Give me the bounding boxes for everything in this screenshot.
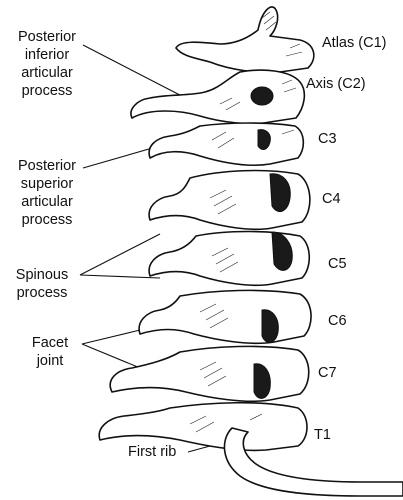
label-facet-joint: Facet joint bbox=[20, 334, 80, 370]
label-line: joint bbox=[36, 353, 64, 369]
label-line: superior bbox=[20, 176, 74, 192]
label-line: process bbox=[21, 83, 73, 99]
label-axis-c2: Axis (C2) bbox=[306, 76, 366, 92]
label-line: Spinous bbox=[15, 267, 69, 283]
label-posterior-inferior-articular-process: Posterior inferior articular process bbox=[4, 28, 90, 100]
label-spinous-process: Spinous process bbox=[4, 266, 80, 302]
label-line: Posterior bbox=[17, 29, 77, 45]
leader-facet-lower bbox=[81, 343, 146, 371]
c5-vertebra-bone bbox=[148, 230, 311, 287]
label-line: Posterior bbox=[17, 158, 77, 174]
label-line: process bbox=[16, 285, 68, 301]
label-line: articular bbox=[21, 194, 73, 210]
label-c6: C6 bbox=[328, 313, 347, 329]
t1-vertebra-bone bbox=[98, 401, 308, 452]
label-line: process bbox=[21, 212, 73, 228]
label-posterior-superior-articular-process: Posterior superior articular process bbox=[4, 157, 90, 229]
leader-spinous-lower bbox=[79, 274, 161, 279]
c7-vertebra-bone bbox=[109, 345, 310, 403]
leader-spinous-upper bbox=[79, 233, 161, 276]
c6-vertebra-bone bbox=[138, 289, 312, 345]
label-atlas-c1: Atlas (C1) bbox=[322, 35, 387, 51]
label-line: inferior bbox=[24, 47, 70, 63]
label-first-rib: First rib bbox=[128, 444, 177, 460]
atlas-c1-bone bbox=[175, 6, 315, 74]
label-c3: C3 bbox=[318, 131, 337, 147]
label-line: articular bbox=[21, 65, 73, 81]
axis-c2-bone bbox=[130, 69, 306, 125]
label-t1: T1 bbox=[314, 427, 331, 443]
label-line: Facet bbox=[31, 335, 69, 351]
leader-facet-upper bbox=[81, 329, 141, 345]
first-rib-bone bbox=[223, 427, 403, 497]
label-c4: C4 bbox=[322, 191, 341, 207]
c4-vertebra-bone bbox=[148, 169, 311, 231]
label-c7: C7 bbox=[318, 365, 337, 381]
label-c5: C5 bbox=[328, 256, 347, 272]
c3-vertebra-bone bbox=[148, 122, 305, 167]
